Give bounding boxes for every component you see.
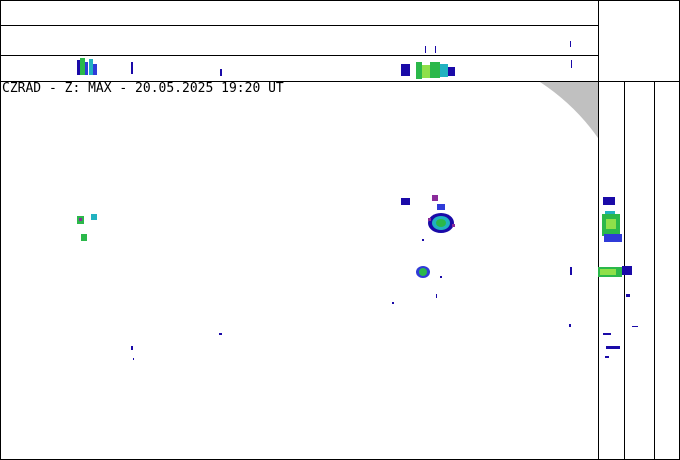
top-panel-divider-1 xyxy=(0,25,598,26)
right-panel-divider-2 xyxy=(654,81,655,460)
out-of-range-area xyxy=(540,82,598,138)
main-map-echoes xyxy=(77,195,572,360)
top-strip-echoes xyxy=(77,41,572,79)
right-strip-echoes xyxy=(598,197,638,358)
top-panel-divider-2 xyxy=(0,55,598,56)
right-panel-border xyxy=(598,0,599,460)
top-panel-bottom-border xyxy=(0,81,680,82)
map-title: CZRAD - Z: MAX - 20.05.2025 19:20 UT xyxy=(2,81,284,96)
